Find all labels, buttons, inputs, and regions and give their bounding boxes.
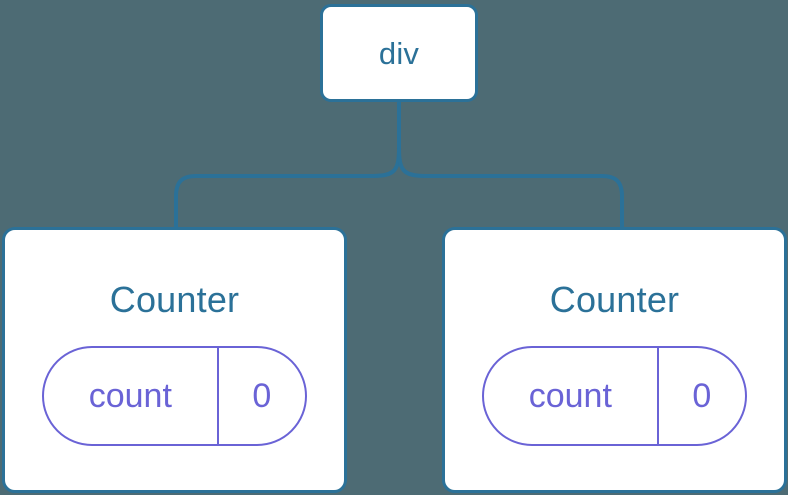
node-counter-right[interactable]: Counter count 0 — [442, 227, 787, 493]
node-div-label: div — [378, 35, 420, 71]
node-counter-right-title: Counter — [549, 279, 680, 320]
state-pill-right[interactable]: count 0 — [482, 346, 747, 446]
state-key-right: count — [528, 377, 612, 415]
state-pill-left[interactable]: count 0 — [42, 346, 307, 446]
node-counter-left[interactable]: Counter count 0 — [2, 227, 347, 493]
node-div[interactable]: div — [320, 4, 478, 102]
state-key-left: count — [88, 377, 172, 415]
connector-to-right-child — [397, 147, 624, 227]
node-counter-left-title: Counter — [109, 279, 240, 320]
connector-to-left-child — [174, 147, 401, 227]
state-value-right: 0 — [656, 348, 745, 444]
state-value-left: 0 — [216, 348, 305, 444]
